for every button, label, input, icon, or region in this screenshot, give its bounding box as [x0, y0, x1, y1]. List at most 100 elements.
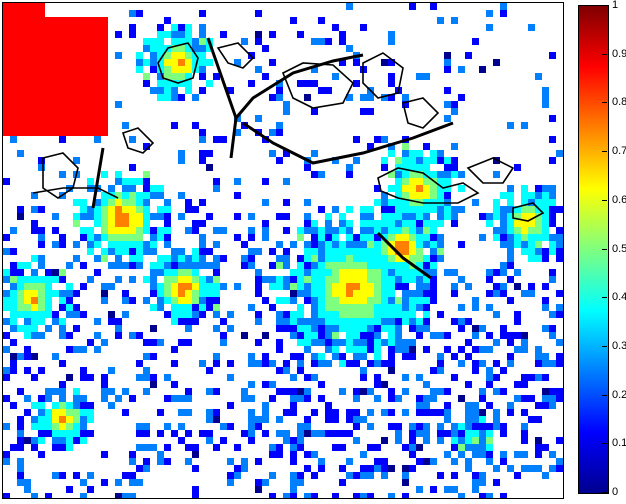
- probability-cell: [528, 255, 535, 262]
- probability-cell: [311, 255, 318, 262]
- probability-cell: [381, 227, 388, 234]
- probability-cell: [430, 269, 437, 276]
- probability-cell: [52, 430, 59, 437]
- probability-cell: [444, 402, 451, 409]
- probability-cell: [269, 472, 276, 479]
- coastline: [281, 62, 354, 109]
- map-panel: [2, 2, 564, 499]
- probability-cell: [332, 346, 339, 353]
- probability-cell: [248, 416, 255, 423]
- probability-cell: [486, 374, 493, 381]
- probability-cell: [276, 122, 283, 129]
- probability-cell: [353, 416, 360, 423]
- probability-cell: [416, 395, 423, 402]
- probability-cell: [339, 290, 346, 297]
- probability-cell: [66, 262, 73, 269]
- probability-cell: [472, 38, 479, 45]
- probability-cell: [479, 479, 486, 486]
- probability-cell: [101, 38, 108, 45]
- probability-cell: [80, 122, 87, 129]
- probability-cell: [402, 192, 409, 199]
- probability-cell: [276, 367, 283, 374]
- probability-cell: [388, 220, 395, 227]
- probability-cell: [423, 283, 430, 290]
- probability-cell: [304, 227, 311, 234]
- probability-cell: [3, 269, 10, 276]
- probability-cell: [304, 395, 311, 402]
- probability-cell: [472, 325, 479, 332]
- probability-cell: [17, 38, 24, 45]
- probability-cell: [38, 122, 45, 129]
- probability-cell: [164, 87, 171, 94]
- probability-cell: [227, 360, 234, 367]
- probability-cell: [304, 388, 311, 395]
- probability-cell: [297, 234, 304, 241]
- probability-cell: [10, 283, 17, 290]
- probability-cell: [283, 262, 290, 269]
- probability-cell: [528, 465, 535, 472]
- probability-cell: [430, 395, 437, 402]
- probability-cell: [283, 178, 290, 185]
- probability-cell: [157, 206, 164, 213]
- probability-cell: [353, 346, 360, 353]
- probability-cell: [318, 339, 325, 346]
- probability-cell: [402, 479, 409, 486]
- probability-cell: [199, 276, 206, 283]
- colorbar: [578, 5, 609, 494]
- probability-cell: [416, 150, 423, 157]
- probability-cell: [339, 227, 346, 234]
- probability-cell: [332, 157, 339, 164]
- probability-cell: [276, 325, 283, 332]
- probability-cell: [437, 388, 444, 395]
- probability-cell: [332, 73, 339, 80]
- probability-cell: [290, 241, 297, 248]
- probability-cell: [59, 318, 66, 325]
- probability-cell: [227, 458, 234, 465]
- probability-cell: [500, 451, 507, 458]
- probability-cell: [122, 192, 129, 199]
- probability-cell: [52, 388, 59, 395]
- probability-cell: [381, 276, 388, 283]
- probability-cell: [87, 73, 94, 80]
- probability-cell: [360, 367, 367, 374]
- probability-cell: [276, 276, 283, 283]
- probability-cell: [185, 59, 192, 66]
- probability-cell: [297, 318, 304, 325]
- probability-cell: [304, 80, 311, 87]
- probability-cell: [339, 444, 346, 451]
- probability-cell: [318, 318, 325, 325]
- probability-cell: [185, 199, 192, 206]
- road-line: [91, 147, 105, 209]
- probability-cell: [115, 206, 122, 213]
- probability-cell: [521, 423, 528, 430]
- probability-cell: [346, 311, 353, 318]
- probability-cell: [101, 283, 108, 290]
- probability-cell: [304, 423, 311, 430]
- probability-cell: [318, 381, 325, 388]
- probability-cell: [458, 66, 465, 73]
- probability-cell: [374, 304, 381, 311]
- probability-cell: [143, 367, 150, 374]
- probability-cell: [346, 94, 353, 101]
- probability-cell: [185, 304, 192, 311]
- probability-cell: [514, 381, 521, 388]
- probability-cell: [206, 248, 213, 255]
- probability-cell: [80, 402, 87, 409]
- probability-cell: [248, 255, 255, 262]
- probability-cell: [122, 262, 129, 269]
- probability-cell: [423, 234, 430, 241]
- probability-cell: [73, 290, 80, 297]
- probability-cell: [374, 220, 381, 227]
- probability-cell: [395, 423, 402, 430]
- probability-cell: [402, 311, 409, 318]
- probability-cell: [472, 346, 479, 353]
- probability-cell: [248, 80, 255, 87]
- probability-cell: [402, 150, 409, 157]
- probability-cell: [283, 318, 290, 325]
- probability-cell: [115, 227, 122, 234]
- probability-cell: [38, 45, 45, 52]
- probability-cell: [206, 45, 213, 52]
- probability-cell: [311, 290, 318, 297]
- probability-cell: [80, 59, 87, 66]
- probability-cell: [234, 472, 241, 479]
